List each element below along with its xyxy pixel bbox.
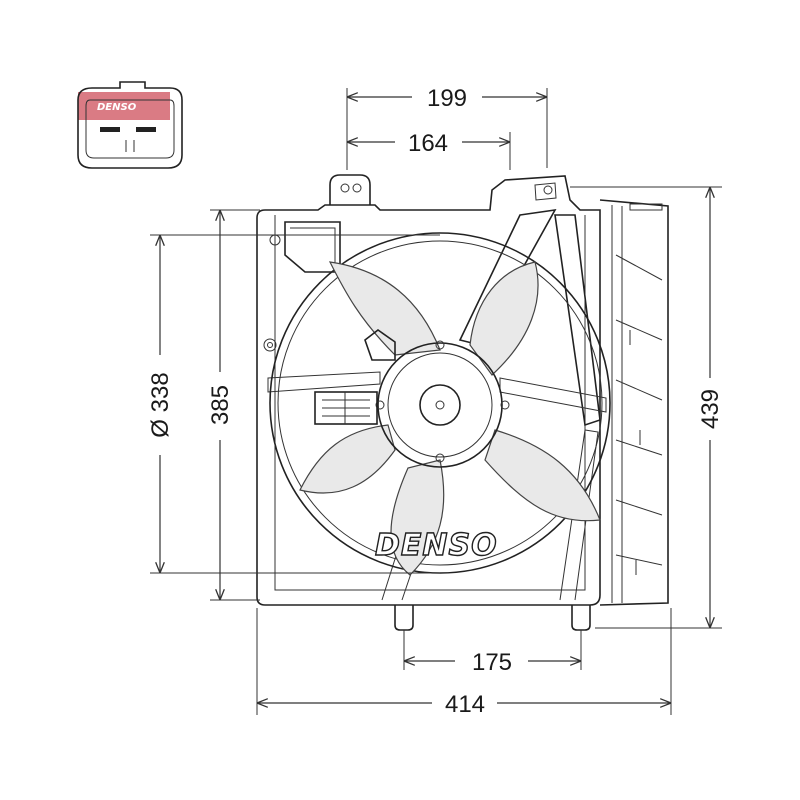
dimension-top-outer: 199: [346, 85, 548, 170]
dimension-label: 175: [472, 649, 512, 676]
dimension-height-total: 439: [570, 186, 724, 629]
fan-hub-outer: [377, 342, 503, 468]
fan-blade: [484, 429, 601, 522]
connector-icon: DENSO: [77, 81, 183, 169]
dimension-fan-diameter: Ø 338: [147, 234, 440, 574]
dimension-label: 414: [445, 691, 485, 718]
dimension-bottom-inner: 175: [403, 630, 582, 676]
dimension-label: 439: [697, 389, 724, 429]
motor-connector: [314, 391, 378, 425]
dimension-label: 385: [207, 385, 234, 425]
denso-logo-text: DENSO: [97, 102, 137, 113]
fan-blade: [328, 261, 441, 356]
brand-label: DENSO: [375, 528, 498, 563]
fan-blade: [390, 459, 445, 576]
dimension-bottom-outer: 414: [256, 608, 672, 718]
dimension-top-inner: 164: [347, 130, 511, 170]
dimension-label: 199: [427, 85, 467, 112]
fan-blade: [469, 261, 539, 376]
dimension-label: 164: [408, 130, 448, 157]
fan-hub-center: [419, 384, 461, 426]
denso-logo-mark: [78, 92, 170, 120]
dimension-label: Ø 338: [147, 372, 174, 437]
fan-blade: [299, 424, 396, 494]
dimension-height-frame: 385: [207, 209, 260, 601]
fan: DENSO: [269, 232, 611, 576]
